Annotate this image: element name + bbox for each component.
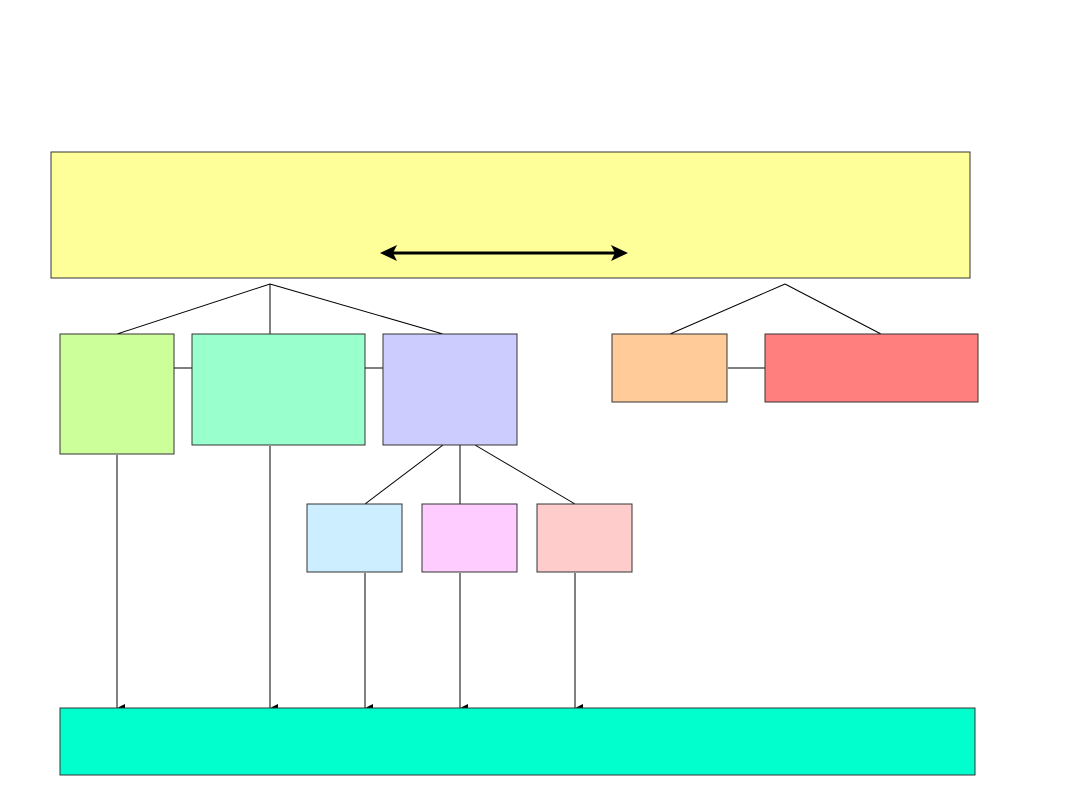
box-b <box>191 333 366 446</box>
box-g-shape <box>421 503 518 573</box>
box-f-shape <box>306 503 403 573</box>
box-f <box>306 503 403 573</box>
box-a-shape <box>59 333 175 455</box>
bottom-box <box>59 707 976 776</box>
connector-top-to-box-e <box>784 283 882 335</box>
top-box <box>50 151 971 279</box>
connector-group-box-c <box>364 444 576 505</box>
box-b-shape <box>191 333 366 446</box>
connector-top-to-box-d <box>669 283 786 335</box>
connector-top-to-box-a <box>116 283 271 335</box>
connector-group-bottom <box>116 446 583 712</box>
box-c-shape <box>382 333 518 446</box>
connector-box-c-to-box-f <box>364 444 444 505</box>
connector-box-c-to-box-h <box>474 444 576 505</box>
box-g <box>421 503 518 573</box>
top-box-shape <box>50 151 971 279</box>
box-h-shape <box>536 503 633 573</box>
double-arrow-right-head <box>611 245 628 261</box>
box-e <box>764 333 979 403</box>
box-a <box>59 333 175 455</box>
box-c <box>382 333 518 446</box>
box-e-shape <box>764 333 979 403</box>
box-d <box>611 333 728 403</box>
box-d-shape <box>611 333 728 403</box>
box-h <box>536 503 633 573</box>
connector-group-top <box>116 283 882 335</box>
connector-top-to-box-c <box>269 283 444 335</box>
double-arrow <box>380 245 628 261</box>
bottom-box-shape <box>59 707 976 776</box>
double-arrow-left-head <box>380 245 397 261</box>
